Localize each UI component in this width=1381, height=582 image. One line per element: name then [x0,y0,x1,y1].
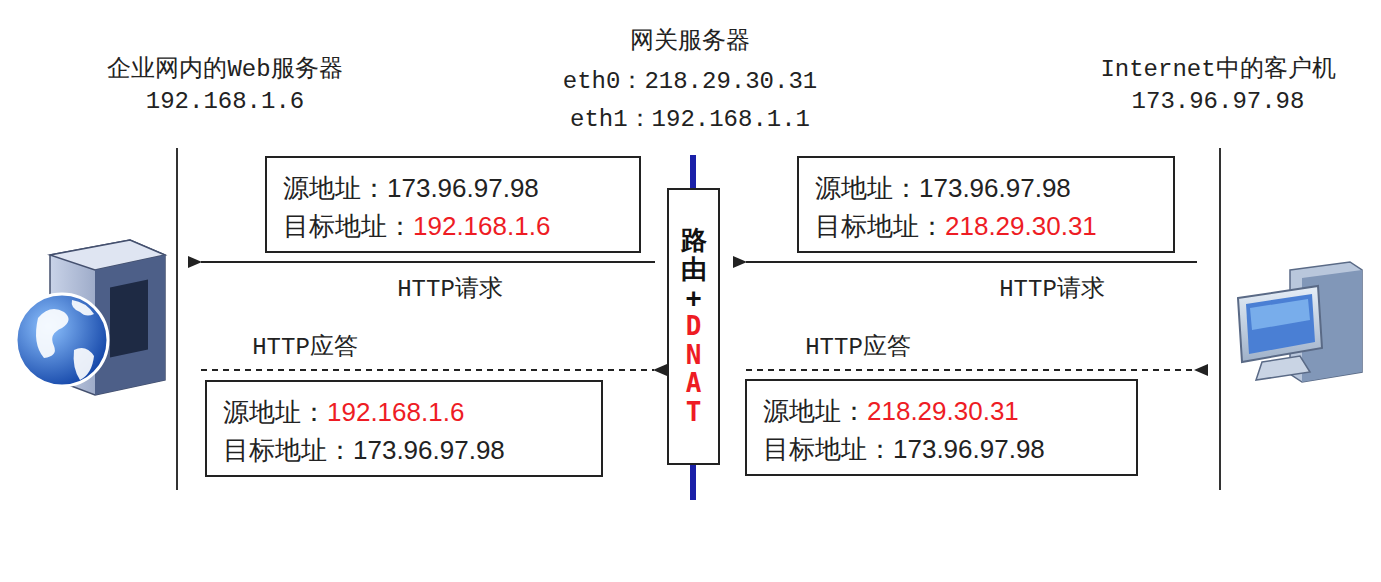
box-line: 目标地址：173.96.97.98 [223,432,585,470]
box-line: 源地址：192.168.1.6 [223,394,585,432]
translated-address: DNAT [681,312,707,426]
box-line: 源地址：173.96.97.98 [815,170,1157,208]
box-text: 目标地址： [283,211,413,241]
arrow-label: HTTP请求 [999,272,1105,304]
interface-address: eth1：192.168.1.1 [570,102,810,134]
packet-box: 源地址：192.168.1.6目标地址：173.96.97.98 [205,380,603,477]
response-arrow [746,369,1195,371]
box-line: 目标地址：192.168.1.6 [283,208,623,246]
box-text: 路由+ [681,226,707,312]
arrow-label: HTTP应答 [252,330,358,362]
box-line: 目标地址：173.96.97.98 [763,431,1120,469]
box-line: 源地址：218.29.30.31 [763,393,1120,431]
translated-address: 192.168.1.6 [327,397,464,427]
lifeline [1219,148,1221,490]
box-text: 目标地址：173.96.97.98 [223,435,505,465]
box-text: 源地址： [763,396,867,426]
interface-address: eth0：218.29.30.31 [563,64,817,96]
box-text: 目标地址：173.96.97.98 [763,434,1045,464]
lifeline [176,148,178,490]
arrow-label: HTTP应答 [805,330,911,362]
host-title: Internet中的客户机 [1100,52,1335,84]
host-title: 企业网内的Web服务器 [107,52,342,84]
packet-box: 源地址：173.96.97.98 目标地址：192.168.1.6 [265,156,641,253]
host-address: 192.168.1.6 [146,88,304,115]
translated-address: 218.29.30.31 [867,396,1019,426]
box-text: 源地址： [223,397,327,427]
box-text: 源地址：173.96.97.98 [283,173,539,203]
box-line: 源地址：173.96.97.98 [283,170,623,208]
host-address: 173.96.97.98 [1132,88,1305,115]
request-arrow [201,261,655,263]
box-text: 源地址：173.96.97.98 [815,173,1071,203]
response-arrow [201,369,654,371]
host-title: 网关服务器 [630,24,750,56]
gateway-box: 路由+DNAT [667,188,720,465]
server-icon [16,240,165,395]
packet-box: 源地址：173.96.97.98 目标地址：218.29.30.31 [797,156,1175,253]
box-text: 目标地址： [815,211,945,241]
client-icon [1238,262,1362,382]
translated-address: 192.168.1.6 [413,211,550,241]
box-line: 目标地址：218.29.30.31 [815,208,1157,246]
translated-address: 218.29.30.31 [945,211,1097,241]
request-arrow [746,261,1197,263]
arrow-label: HTTP请求 [397,272,503,304]
packet-box: 源地址：218.29.30.31目标地址：173.96.97.98 [745,379,1138,476]
